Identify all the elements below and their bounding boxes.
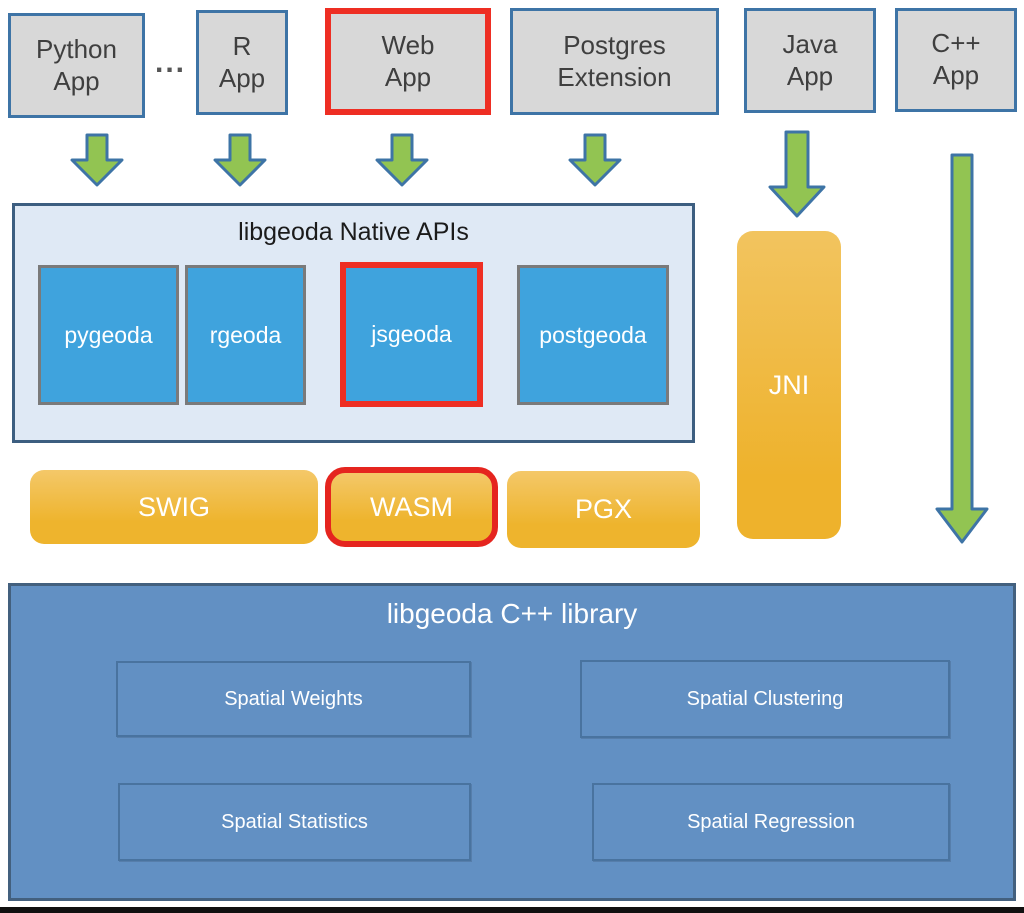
- app-box-cpp: C++ App: [895, 8, 1017, 112]
- down-arrow-icon: [374, 133, 430, 187]
- component-box-spatial-statistics: Spatial Statistics: [118, 783, 471, 861]
- binding-pill-wasm: WASM: [325, 467, 498, 547]
- app-box-web: Web App: [325, 8, 491, 115]
- app-box-java: Java App: [744, 8, 876, 113]
- native-apis-title: libgeoda Native APIs: [238, 218, 469, 246]
- module-box-jsgeoda: jsgeoda: [340, 262, 483, 407]
- down-arrow-icon: [567, 133, 623, 187]
- jni-pill: JNI: [737, 231, 841, 539]
- app-box-python: Python App: [8, 13, 145, 118]
- library-panel: libgeoda C++ library Spatial Weights Spa…: [8, 583, 1016, 901]
- down-arrow-icon: [212, 133, 268, 187]
- library-title: libgeoda C++ library: [386, 598, 638, 629]
- native-apis-panel: libgeoda Native APIs pygeoda rgeoda jsge…: [12, 203, 695, 443]
- down-arrow-icon: [69, 133, 125, 187]
- component-box-spatial-weights: Spatial Weights: [116, 661, 471, 737]
- module-box-rgeoda: rgeoda: [185, 265, 306, 405]
- down-arrow-icon: [767, 130, 827, 218]
- ellipsis-text: ...: [155, 46, 187, 79]
- app-box-postgres: Postgres Extension: [510, 8, 719, 115]
- component-box-spatial-regression: Spatial Regression: [592, 783, 950, 861]
- module-box-pygeoda: pygeoda: [38, 265, 179, 405]
- binding-pill-swig: SWIG: [30, 470, 318, 544]
- long-down-arrow-icon: [934, 153, 990, 545]
- component-box-spatial-clustering: Spatial Clustering: [580, 660, 950, 738]
- module-box-postgeoda: postgeoda: [517, 265, 669, 405]
- binding-pill-pgx: PGX: [507, 471, 700, 548]
- app-box-r: R App: [196, 10, 288, 115]
- bottom-edge-bar: [0, 907, 1024, 913]
